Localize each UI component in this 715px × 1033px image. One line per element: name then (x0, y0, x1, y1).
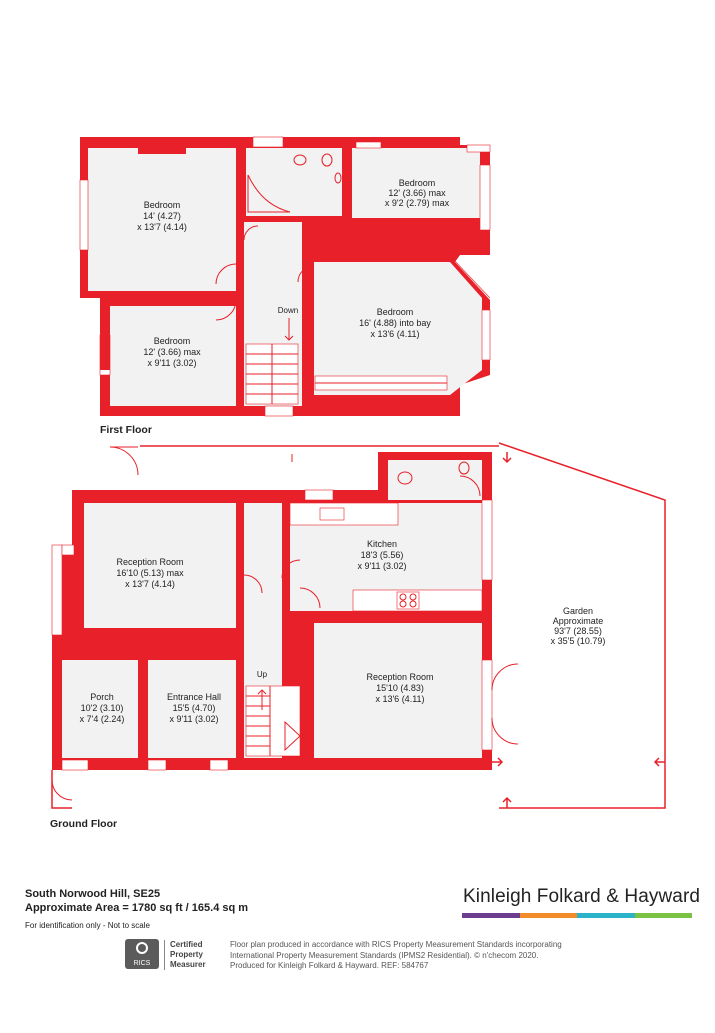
gf-wc-floor (244, 503, 280, 541)
certified-line-1: Certified (170, 940, 203, 949)
rics-logo-text: RICS (133, 960, 151, 967)
ff-bedroom-1-dim1: 14' (4.27) (143, 211, 181, 221)
ff-bedroom-4-dim1: 16' (4.88) into bay (359, 318, 431, 328)
brand-bar-purple (462, 913, 520, 918)
gf-reception-2-floor (314, 623, 482, 758)
gf-hall-dim2: x 9'11 (3.02) (169, 714, 218, 724)
ff-bedroom-4-dim2: x 13'6 (4.11) (370, 329, 419, 339)
gf-porch-floor (62, 660, 138, 758)
ff-bedroom-2-dim2: x 9'2 (2.79) max (385, 198, 450, 208)
brand-bar-cyan (577, 913, 635, 918)
gf-reception-1-dim2: x 13'7 (4.14) (125, 579, 175, 589)
gf-hall-floor (148, 660, 236, 758)
gf-reception-2-name: Reception Room (366, 672, 433, 682)
disclaimer-line-3: Produced for Kinleigh Folkard & Hayward.… (230, 961, 429, 970)
rics-emblem-icon (136, 942, 148, 954)
gf-reception-1-dim1: 16'10 (5.13) max (116, 568, 184, 578)
property-address: South Norwood Hill, SE25 (25, 888, 161, 900)
floor-plan-drawing: .wall { fill: #e8202a; } .floor { fill: … (51, 136, 666, 809)
measurement-disclaimer: Floor plan produced in accordance with R… (230, 940, 610, 972)
gf-garden-dim2: x 35'5 (10.79) (551, 636, 606, 646)
agent-brand-name: Kinleigh Folkard & Hayward (463, 886, 701, 907)
identification-note: For identification only - Not to scale (25, 921, 150, 930)
rics-logo: RICS (125, 939, 159, 969)
gf-utility-floor (388, 460, 482, 500)
ff-bedroom-1-name: Bedroom (144, 200, 181, 210)
first-floor-label: First Floor (100, 424, 152, 436)
ff-bedroom-4-name: Bedroom (377, 307, 414, 317)
ff-bedroom-3-dim2: x 9'11 (3.02) (147, 358, 196, 368)
gf-garden-name: Garden (563, 606, 593, 616)
ff-stairs-label: Down (278, 306, 298, 315)
ff-bedroom-1-floor (88, 148, 236, 291)
gf-stairs (245, 685, 301, 757)
property-area: Approximate Area = 1780 sq ft / 165.4 sq… (25, 902, 249, 914)
brand-color-bar (462, 913, 692, 918)
gf-kitchen-dim1: 18'3 (5.56) (361, 550, 404, 560)
ff-bedroom-2-floor (352, 148, 480, 218)
ff-bedroom-2-dim1: 12' (3.66) max (388, 188, 446, 198)
ff-bedroom-1-dim2: x 13'7 (4.14) (137, 222, 187, 232)
first-floor-plan: Bedroom 14' (4.27) x 13'7 (4.14) Bedroom… (79, 136, 491, 417)
ground-floor-label: Ground Floor (50, 818, 118, 830)
ff-bedroom-3-floor (110, 306, 236, 406)
gf-reception-1-floor (84, 503, 236, 628)
gf-reception-2-dim1: 15'10 (4.83) (376, 683, 424, 693)
gf-porch-name: Porch (90, 692, 114, 702)
ground-floor-plan: Reception Room 16'10 (5.13) max x 13'7 (… (51, 442, 666, 809)
certified-line-2: Property (170, 950, 203, 959)
certified-line-3: Measurer (170, 960, 206, 969)
gf-reception-1-name: Reception Room (116, 557, 183, 567)
gf-garden-dim1: 93'7 (28.55) (554, 626, 602, 636)
ff-bedroom-3-dim1: 12' (3.66) max (143, 347, 201, 357)
property-info: South Norwood Hill, SE25 Approximate Are… (25, 887, 248, 930)
ff-bedroom-3-name: Bedroom (154, 336, 191, 346)
gf-kitchen-name: Kitchen (367, 539, 397, 549)
gf-reception-2-dim2: x 13'6 (4.11) (375, 694, 424, 704)
brand-bar-green (634, 913, 692, 918)
gf-kitchen-dim2: x 9'11 (3.02) (357, 561, 406, 571)
gf-porch-dim1: 10'2 (3.10) (81, 703, 124, 713)
certified-measurer-badge: Certified Property Measurer (164, 940, 230, 970)
disclaimer-line-2: International Property Measurement Stand… (230, 950, 539, 960)
ff-bedroom-4-floor (314, 262, 482, 395)
gf-hall-name: Entrance Hall (167, 692, 221, 702)
gf-porch-dim2: x 7'4 (2.24) (80, 714, 125, 724)
gf-stairs-label: Up (257, 670, 268, 679)
gf-hall-dim1: 15'5 (4.70) (173, 703, 216, 713)
brand-bar-orange (519, 913, 577, 918)
disclaimer-line-1: Floor plan produced in accordance with R… (230, 940, 562, 949)
gf-garden-dim0: Approximate (553, 616, 604, 626)
ff-stairs (245, 318, 299, 405)
ff-bedroom-2-name: Bedroom (399, 178, 436, 188)
garden-boundary (498, 442, 666, 809)
